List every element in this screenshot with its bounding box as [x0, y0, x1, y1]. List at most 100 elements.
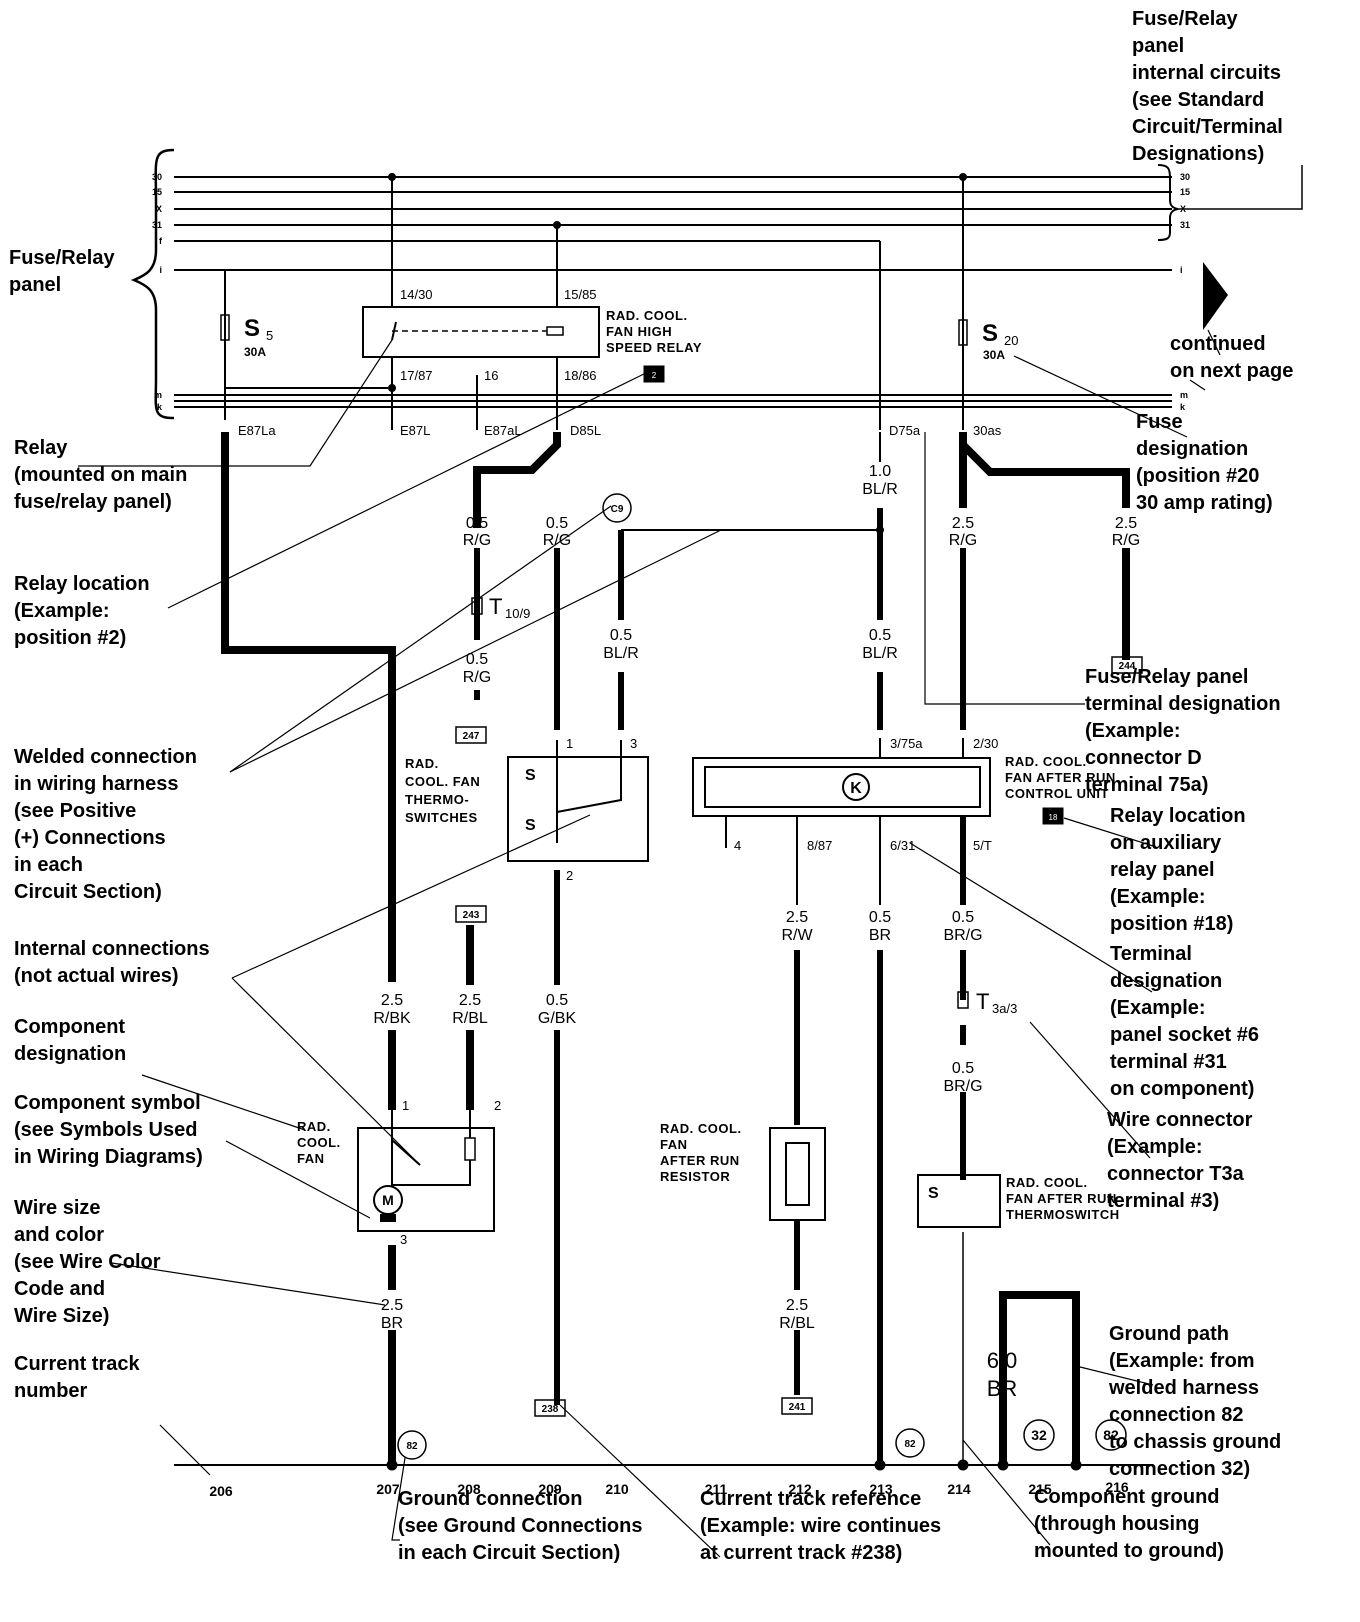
leader-current-track-ref — [559, 1404, 721, 1558]
junction-963-177 — [959, 173, 967, 181]
wire-label-color: BL/R — [862, 645, 898, 662]
track-210: 210 — [605, 1481, 629, 1497]
relay-terminal-14-30: 14/30 — [400, 287, 433, 302]
wire-label-color: R/BK — [373, 1010, 411, 1027]
track-213: 213 — [869, 1481, 893, 1497]
panel-terminal-e87al: E87aL — [484, 423, 522, 438]
fuse-s5-rating: 30A — [244, 345, 266, 359]
fuse-s20-number: 20 — [1004, 333, 1018, 348]
wire-label-size: 2.5 — [381, 1297, 403, 1314]
aux-position-number: 18 — [1049, 813, 1058, 822]
junction-1076-1465 — [1070, 1459, 1082, 1471]
leader-fuse-relay-terminal — [924, 432, 1085, 705]
annotation-terminal-designation: Terminal designation (Example: panel soc… — [1110, 943, 1259, 1100]
thermo-pin-3: 3 — [630, 736, 637, 751]
junction-963-1465 — [957, 1459, 969, 1471]
annotation-fuse-designation: Fuse designation (position #20 30 amp ra… — [1136, 411, 1273, 514]
annotation-current-track-reference: Current track reference (Example: wire c… — [700, 1488, 942, 1564]
annotation-wire-size-color: Wire size and color (see Wire Color Code… — [14, 1197, 161, 1327]
junction-880-1465 — [874, 1459, 886, 1471]
bus-label-left-15: 15 — [152, 187, 162, 197]
leader-fuse — [1013, 355, 1188, 438]
junction-880-530 — [876, 526, 884, 534]
resistor-name-line-4: RESISTOR — [660, 1169, 730, 1184]
wire-label-color: G/BK — [538, 1010, 577, 1027]
leader-welded-1 — [229, 505, 612, 773]
s5-feed — [224, 269, 285, 420]
resistor-name-line-3: AFTER RUN — [660, 1153, 740, 1168]
relay-name-line-2: FAN HIGH — [606, 324, 672, 339]
control-pin-4: 4 — [734, 838, 741, 853]
ref-244: 244 — [1119, 661, 1136, 672]
track-216: 216 — [1105, 1479, 1129, 1495]
bus-label-right-i: i — [1180, 265, 1183, 275]
ground-ref-82b: 82 — [904, 1439, 916, 1450]
wire-label-color: BL/R — [862, 481, 898, 498]
panel-terminal-d85l: D85L — [570, 423, 601, 438]
relay-coil — [546, 326, 564, 336]
motor-base — [380, 1214, 396, 1222]
wire-label-color: BR — [381, 1315, 403, 1332]
annotation-fuse-relay-panel: Fuse/Relay panel — [9, 247, 115, 296]
bus-label-right-31: 31 — [1180, 220, 1190, 230]
bus-label-right-m: m — [1180, 390, 1188, 400]
wire-label-size: 0.5 — [952, 909, 974, 926]
ref-box-238 — [534, 1399, 566, 1417]
ref-box-247 — [455, 726, 487, 744]
leader-ground-path — [1075, 1365, 1154, 1386]
ground-ref-32: 32 — [1031, 1427, 1047, 1443]
ref-box-243 — [455, 905, 487, 923]
thermo-switch-symbol-1: S — [525, 767, 536, 784]
connector-t10-label: T — [489, 594, 502, 619]
leader-relay-location — [167, 369, 653, 609]
relay-terminal-16: 16 — [484, 368, 498, 383]
wire-label-size: 0.5 — [869, 909, 891, 926]
brace-leader — [1178, 165, 1303, 210]
relay-name-line-3: SPEED RELAY — [606, 340, 702, 355]
connector-t10-sub: 10/9 — [505, 606, 530, 621]
aux-position-square — [1042, 807, 1064, 825]
fan-pin-1: 1 — [402, 1098, 409, 1113]
fuse-s20-rating: 30A — [983, 348, 1005, 362]
wire-label-size: 1.0 — [869, 463, 891, 480]
resistor-name-line-1: RAD. COOL. — [660, 1121, 742, 1136]
annotation-component-ground: Component ground (through housing mounte… — [1034, 1486, 1224, 1562]
bus-label-left-i: i — [159, 265, 162, 275]
control-unit-outer — [692, 757, 991, 817]
wire-d85l-split — [473, 432, 561, 528]
track-206: 206 — [209, 1483, 233, 1499]
junction-1003-1465 — [997, 1459, 1009, 1471]
relay-terminal-15-85: 15/85 — [564, 287, 597, 302]
fan-pin-2: 2 — [494, 1098, 501, 1113]
annotation-current-track-number: Current track number — [14, 1353, 140, 1402]
track-211: 211 — [705, 1481, 728, 1497]
leader-component-ground — [962, 1439, 1051, 1546]
annotation-ground-connection: Ground connection (see Ground Connection… — [398, 1488, 643, 1564]
ref-box-244 — [1111, 656, 1143, 674]
junction-392-1465 — [386, 1459, 398, 1471]
s20-fuse-symbol — [958, 319, 968, 346]
bus-label-left-31: 31 — [152, 220, 162, 230]
track-208: 208 — [457, 1481, 481, 1497]
leader-internal-1 — [231, 814, 591, 979]
ground-circle-82b — [895, 1428, 925, 1458]
junction-392-388 — [388, 384, 396, 392]
fan-int-resistor — [464, 1137, 476, 1161]
thermo-int-2 — [556, 740, 622, 813]
control-unit-symbol-circle — [842, 773, 870, 801]
resistor-name-line-2: FAN — [660, 1137, 688, 1152]
relay-terminal-18-86: 18/86 — [564, 368, 597, 383]
leader-terminal-designation — [909, 842, 1153, 993]
ref-243: 243 — [463, 910, 480, 921]
wire-label-color: R/BL — [779, 1315, 815, 1332]
annotation-component-designation: Component designation — [14, 1016, 127, 1065]
control-pin-8-87: 8/87 — [807, 838, 832, 853]
wire-label-size: 0.5 — [466, 651, 488, 668]
track-leader-206 — [159, 1424, 211, 1476]
wire-label-size: 2.5 — [381, 992, 403, 1009]
leader-aux — [1063, 817, 1154, 847]
wire-label-size: 0.5 — [466, 515, 488, 532]
resistor-element — [785, 1142, 810, 1206]
thermo-pin-1: 1 — [566, 736, 573, 751]
